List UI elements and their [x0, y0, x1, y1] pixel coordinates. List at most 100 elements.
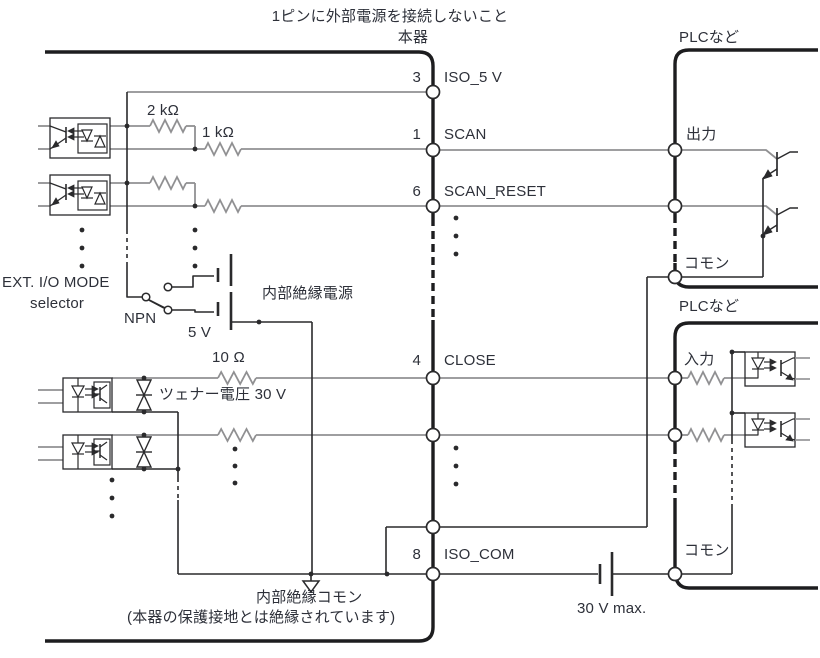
npn-transistor-icon: [776, 151, 798, 160]
optocoupler-input-icon: [62, 434, 113, 470]
plc-common-top-label: コモン: [684, 255, 730, 272]
pin-number-6: 6: [412, 183, 421, 200]
npn-label: NPN: [124, 310, 157, 327]
phototransistor-icon: [49, 125, 67, 133]
pin-6-terminal: [425, 198, 441, 214]
phototransistor-icon: [780, 357, 795, 365]
zener-diode-icon: [135, 436, 153, 454]
resistor-icon: [217, 427, 257, 443]
wire: [126, 266, 142, 298]
continuation-dots: [79, 245, 85, 251]
led-icon: [70, 442, 86, 456]
phototransistor-icon: [780, 418, 795, 426]
connector-terminal: [425, 427, 441, 443]
pin-name-iso5v: ISO_5 V: [444, 69, 503, 86]
internal-supply-label: 内部絶縁電源: [262, 285, 354, 302]
junction-dot: [124, 180, 130, 186]
pin-4-terminal: [425, 370, 441, 386]
internal-common-note: (本器の保護接地とは絶縁されています): [127, 609, 396, 626]
resistor-10-icon: [217, 370, 257, 386]
resistor-10-label: 10 Ω: [212, 349, 245, 366]
led-icon: [70, 385, 86, 399]
continuation-dots: [232, 480, 238, 486]
switch-contact-icon: [163, 282, 173, 292]
plc-input-label: 入力: [684, 351, 715, 368]
pin-name-scan: SCAN: [444, 126, 487, 143]
plc-bottom-title: PLCなど: [679, 298, 740, 315]
junction-dot: [760, 233, 766, 239]
continuation-dots: [453, 481, 459, 487]
continuation-dots: [79, 263, 85, 269]
junction-dot: [384, 571, 390, 577]
npn-transistor-icon: [776, 207, 798, 216]
continuation-dots: [192, 263, 198, 269]
selector-switch-arm: [148, 299, 165, 309]
zener-diode-icon: [135, 393, 153, 411]
plc-common-terminal: [667, 269, 683, 285]
light-arrow-icon: [67, 190, 75, 198]
continuation-dots: [192, 245, 198, 251]
light-arrow-icon: [91, 442, 99, 450]
plc-output-terminal: [667, 142, 683, 158]
photodetector-icon: [99, 441, 108, 448]
diode-icon: [94, 134, 106, 148]
diode-icon: [81, 129, 93, 143]
pin-1-terminal: [425, 142, 441, 158]
resistor-1k-label: 1 kΩ: [202, 124, 235, 141]
junction-dot: [256, 319, 262, 325]
light-arrow-icon: [67, 127, 75, 135]
junction-dot: [175, 466, 181, 472]
plc-optocoupler-icon: [744, 412, 796, 448]
resistor-2k-icon: [149, 174, 187, 192]
plc-common-terminal: [667, 566, 683, 582]
continuation-dots: [232, 446, 238, 452]
pin-3-terminal: [425, 84, 441, 100]
emitter-arrow-icon: [51, 140, 60, 149]
pin-8-terminal: [425, 566, 441, 582]
plc-input-resistor-icon: [687, 426, 725, 444]
internal-common-label: 内部絶縁コモン: [256, 589, 363, 606]
light-arrow-icon: [769, 358, 777, 366]
wire: [745, 369, 759, 379]
light-arrow-icon: [67, 133, 75, 141]
light-arrow-icon: [67, 184, 75, 192]
junction-dot: [141, 466, 147, 472]
junction-dot: [124, 123, 130, 129]
continuation-dots: [109, 477, 115, 483]
wire: [172, 309, 214, 313]
continuation-dots: [109, 513, 115, 519]
warning-note: 1ピンに外部電源を接続しないこと: [271, 8, 509, 25]
plc-top-border: [673, 48, 818, 215]
plc-bottom-border: [673, 321, 818, 446]
zener-diode-icon: [135, 450, 153, 468]
plc-top-title: PLCなど: [679, 29, 740, 46]
ext-io-mode-label: EXT. I/O MODE: [2, 274, 110, 291]
emitter-arrow-icon: [51, 197, 60, 206]
light-arrow-icon: [769, 364, 777, 372]
led-icon: [750, 357, 766, 371]
resistor-1k-icon: [204, 197, 242, 215]
pin-name-close: CLOSE: [444, 352, 496, 369]
wire: [745, 430, 759, 436]
plc-output-terminal: [667, 198, 683, 214]
zener-diode-icon: [135, 379, 153, 397]
selector-label: selector: [30, 295, 85, 312]
optocoupler-output-icon: [49, 117, 111, 159]
resistor-2k-label: 2 kΩ: [147, 102, 180, 119]
light-arrow-icon: [769, 419, 777, 427]
continuation-dots: [453, 215, 459, 221]
junction-dot: [141, 432, 147, 438]
junction-dot: [192, 146, 198, 152]
emitter-arrow-icon: [785, 373, 794, 381]
pin-name-scanreset: SCAN_RESET: [444, 183, 547, 200]
instrument-border: [45, 50, 435, 218]
isolated-common-ground-icon: [301, 580, 321, 594]
photodetector-icon: [99, 384, 108, 391]
pin-number-1: 1: [412, 126, 421, 143]
plc-output-label: 出力: [686, 126, 717, 143]
emitter-arrow-icon: [762, 225, 773, 236]
plc-input-terminal: [667, 370, 683, 386]
pin-number-4: 4: [412, 352, 421, 369]
